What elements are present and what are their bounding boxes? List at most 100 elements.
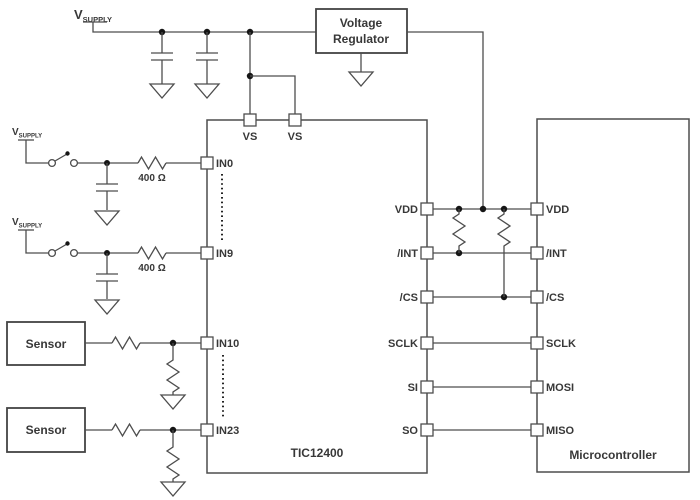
ground-icon: [93, 210, 121, 226]
pin-int: [420, 246, 434, 260]
switch-contact-icon: [69, 158, 79, 168]
tic12400-block: TIC12400 VS VS IN0 IN9 IN10 IN23 VDD /IN…: [200, 113, 434, 474]
pin-in9: [200, 246, 214, 260]
voltage-regulator-box: [315, 8, 408, 54]
vsupply-sub: SUPPLY: [19, 134, 42, 140]
vsupply-sub: SUPPLY: [19, 224, 42, 230]
pin-label-vs2: VS: [288, 131, 303, 143]
pin-in10: [200, 336, 214, 350]
vsupply-v: V: [12, 217, 19, 228]
microcontroller-box: [536, 118, 690, 473]
vs-supply-branch: [246, 32, 296, 114]
supply-rail-wire: [92, 22, 316, 33]
pin-sclk: [420, 336, 434, 350]
pin-si: [420, 380, 434, 394]
resistor-icon: [137, 245, 167, 261]
sensor-input-circuit-2: Sensor: [6, 407, 201, 497]
microcontroller-label: Microcontroller: [569, 448, 657, 462]
pin-in23: [200, 423, 214, 437]
pin-so: [420, 423, 434, 437]
resistor-value-label: 400 Ω: [138, 263, 165, 274]
resistor-icon: [137, 155, 167, 171]
pin-label-in10: IN10: [216, 338, 239, 350]
sensor-input-circuit-1: Sensor: [6, 321, 201, 410]
pulldown-resistor-icon: [165, 343, 181, 395]
ground-icon: [193, 83, 221, 99]
switch-input-circuit-1: VSUPPLY 400 Ω: [12, 127, 201, 226]
pullup-resistor-int: [451, 209, 467, 253]
decoupling-capacitor-1: [148, 32, 176, 99]
resistor-icon: [496, 209, 512, 297]
switch-contact-icon: [69, 248, 79, 258]
mcu-pin-label-sclk: SCLK: [546, 338, 576, 350]
mcu-pin-sclk: [530, 336, 544, 350]
voltage-regulator-label-line2: Regulator: [333, 32, 389, 46]
vsupply-sub: SUPPLY: [83, 15, 112, 24]
pin-label-sclk: SCLK: [388, 338, 418, 350]
microcontroller-block: Microcontroller VDD /INT /CS SCLK MOSI M…: [530, 118, 690, 473]
pin-vs2: [288, 113, 302, 127]
pin-label-in23: IN23: [216, 425, 239, 437]
pin-vs1: [243, 113, 257, 127]
resistor-icon: [111, 422, 141, 438]
switch-lever-tip: [65, 151, 70, 156]
pin-label-si: SI: [408, 382, 418, 394]
capacitor-icon: [151, 52, 173, 61]
mcu-pin-label-cs: /CS: [546, 292, 564, 304]
switch-feed-wire: [25, 140, 48, 164]
pin-cs: [420, 290, 434, 304]
mcu-pin-label-miso: MISO: [546, 425, 575, 437]
resistor-value-label: 400 Ω: [138, 173, 165, 184]
pulldown-resistor-icon: [165, 430, 181, 482]
pin-label-cs: /CS: [400, 292, 418, 304]
switch-contact-icon: [47, 158, 57, 168]
regulator-output-wire: [407, 31, 484, 209]
vsupply-label: VSUPPLY: [74, 7, 112, 24]
resistor-icon: [451, 209, 467, 253]
junction-dot: [479, 205, 487, 213]
capacitor-icon: [196, 52, 218, 61]
switch-lever-tip: [65, 241, 70, 246]
ground-icon: [347, 71, 375, 87]
pin-label-int: /INT: [397, 248, 418, 260]
ground-icon: [148, 83, 176, 99]
pin-label-in0: IN0: [216, 158, 233, 170]
mcu-pin-label-vdd: VDD: [546, 204, 569, 216]
resistor-icon: [111, 335, 141, 351]
capacitor-icon: [96, 273, 118, 282]
mcu-pin-int: [530, 246, 544, 260]
sensor2-label: Sensor: [26, 423, 67, 437]
vsupply-v: V: [12, 127, 19, 138]
vs-wire-2: [250, 75, 296, 114]
pin-label-vdd: VDD: [395, 204, 418, 216]
ground-icon: [159, 394, 187, 410]
ground-icon: [159, 481, 187, 497]
vsupply-label-sw2: VSUPPLY: [12, 217, 42, 230]
sensor1-label: Sensor: [26, 337, 67, 351]
pin-vdd: [420, 202, 434, 216]
tic12400-box: [206, 119, 428, 474]
switch-lever-icon: [54, 243, 68, 252]
pin-in0: [200, 156, 214, 170]
mcu-pin-label-int: /INT: [546, 248, 567, 260]
vsupply-label-sw1: VSUPPLY: [12, 127, 42, 140]
pin-label-in9: IN9: [216, 248, 233, 260]
sensor1-box: [6, 321, 86, 366]
decoupling-capacitor-2: [193, 32, 221, 99]
pin-label-so: SO: [402, 425, 418, 437]
switch-contact-icon: [47, 248, 57, 258]
switch-feed-wire: [25, 230, 48, 254]
spi-bus-wires: [433, 205, 531, 431]
main-supply-rail: VSUPPLY: [74, 7, 316, 36]
mcu-pin-cs: [530, 290, 544, 304]
mcu-pin-vdd: [530, 202, 544, 216]
pullup-resistor-cs: [496, 209, 512, 297]
mcu-pin-label-mosi: MOSI: [546, 382, 574, 394]
vsupply-v: V: [74, 7, 83, 22]
tic12400-label: TIC12400: [291, 446, 344, 460]
mcu-pin-miso: [530, 423, 544, 437]
ground-icon: [93, 299, 121, 315]
switch-input-circuit-2: VSUPPLY 400 Ω: [12, 217, 201, 315]
switch-lever-icon: [54, 153, 68, 162]
